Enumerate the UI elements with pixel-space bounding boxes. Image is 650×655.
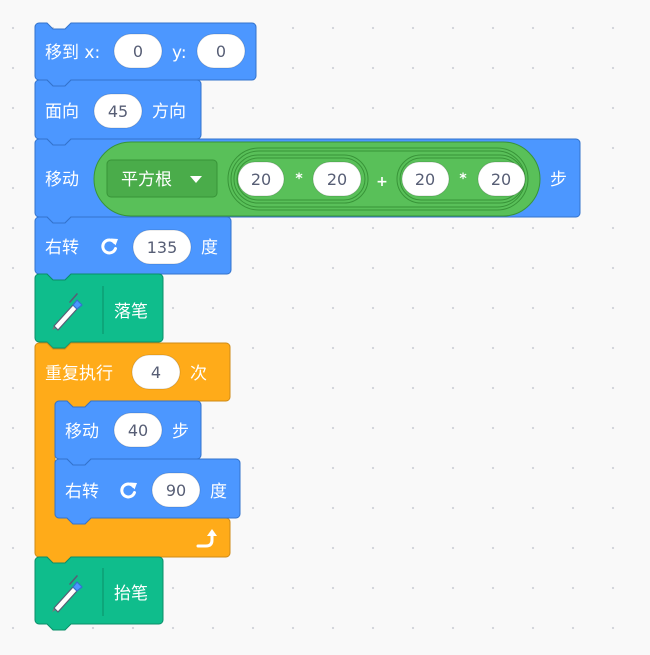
repeat-label: 重复执行 xyxy=(45,364,113,384)
point-label: 面向 xyxy=(45,102,79,122)
turn-right-block[interactable]: 右转 135 度 xyxy=(34,216,232,281)
x-value: 0 xyxy=(133,42,143,61)
pen-up-label: 抬笔 xyxy=(114,584,148,604)
turn-degrees-input[interactable]: 135 xyxy=(132,229,192,265)
caret-down-icon xyxy=(190,176,202,183)
direction-input[interactable]: 45 xyxy=(93,93,143,129)
inner-move-block[interactable]: 移动 40 步 xyxy=(54,400,202,466)
point-direction-block[interactable]: 面向 45 方向 xyxy=(34,79,202,146)
goto-label: 移到 x: xyxy=(45,43,100,63)
move-steps-block[interactable]: 移动 平方根 20 * xyxy=(34,138,581,224)
inner-move-suffix: 步 xyxy=(172,422,189,442)
add-reporter[interactable]: 20 * 20 + 20 * xyxy=(227,147,529,211)
pen-down-label: 落笔 xyxy=(114,302,148,322)
y-input[interactable]: 0 xyxy=(196,33,246,69)
inner-turn-degrees-input[interactable]: 90 xyxy=(151,472,201,508)
repeat-block[interactable]: 重复执行 4 次 xyxy=(34,342,231,564)
sqrt-reporter[interactable]: 平方根 20 * 20 xyxy=(93,141,541,217)
multiply-left-b-value: 20 xyxy=(327,170,347,189)
multiply-reporter-left[interactable]: 20 * 20 xyxy=(233,154,369,204)
repeat-times-input[interactable]: 4 xyxy=(131,354,181,390)
inner-turn-block[interactable]: 右转 90 度 xyxy=(54,458,241,525)
loop-arrow-icon xyxy=(196,529,217,548)
multiply-left-a-input[interactable]: 20 xyxy=(237,161,285,197)
inner-turn-suffix: 度 xyxy=(210,482,227,502)
x-input[interactable]: 0 xyxy=(113,33,163,69)
goto-xy-block[interactable]: 移到 x: 0 y: 0 xyxy=(34,22,257,87)
point-suffix: 方向 xyxy=(152,102,186,122)
pen-down-block[interactable]: 落笔 xyxy=(34,273,164,349)
multiply-right-b-value: 20 xyxy=(491,170,511,189)
sqrt-label: 平方根 xyxy=(121,170,172,190)
direction-value: 45 xyxy=(108,102,128,121)
repeat-times-value: 4 xyxy=(151,363,161,382)
repeat-suffix: 次 xyxy=(190,364,207,384)
inner-move-label: 移动 xyxy=(65,422,99,442)
multiply-right-b-input[interactable]: 20 xyxy=(477,161,526,197)
turn-label: 右转 xyxy=(45,238,79,258)
turn-suffix: 度 xyxy=(201,238,218,258)
inner-move-steps-value: 40 xyxy=(128,421,148,440)
inner-turn-degrees-value: 90 xyxy=(166,481,186,500)
pen-up-block[interactable]: 抬笔 xyxy=(34,556,164,631)
sqrt-dropdown[interactable]: 平方根 xyxy=(106,159,218,198)
multiply-right-operator: * xyxy=(459,171,467,187)
inner-move-steps-input[interactable]: 40 xyxy=(113,412,163,448)
multiply-right-a-value: 20 xyxy=(415,170,435,189)
turn-degrees-value: 135 xyxy=(147,238,178,257)
move-label: 移动 xyxy=(45,170,79,190)
multiply-left-operator: * xyxy=(295,171,303,187)
move-suffix: 步 xyxy=(550,170,567,190)
multiply-left-a-value: 20 xyxy=(251,170,271,189)
multiply-right-a-input[interactable]: 20 xyxy=(401,161,450,197)
inner-turn-label: 右转 xyxy=(65,482,99,502)
multiply-left-b-input[interactable]: 20 xyxy=(312,161,362,197)
y-value: 0 xyxy=(216,42,226,61)
plus-operator: + xyxy=(376,174,388,190)
multiply-reporter-right[interactable]: 20 * 20 xyxy=(396,154,526,204)
y-label: y: xyxy=(172,43,187,63)
